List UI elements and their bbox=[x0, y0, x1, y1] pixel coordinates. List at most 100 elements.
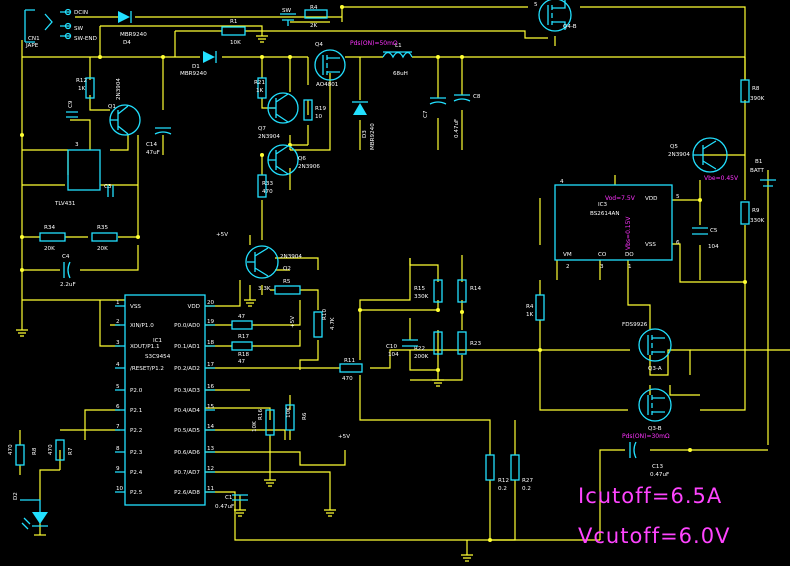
resistor-r23: R23 bbox=[457, 331, 481, 355]
resistor-r17: 47 R17 bbox=[231, 314, 253, 340]
ic1-right-num-5: 16 bbox=[207, 384, 215, 390]
diode-d4: MBR9240 D4 bbox=[118, 11, 147, 46]
ic3-num-3: 3 bbox=[600, 264, 604, 270]
q4b-ref: Q4-B bbox=[563, 24, 577, 30]
ic2-tlv431: 3 TLV431 bbox=[54, 142, 101, 207]
q1-ref: Q1 bbox=[108, 104, 116, 110]
ic3-pin-do: DO bbox=[625, 252, 634, 258]
junction-dots bbox=[20, 5, 747, 542]
sw-label: SW bbox=[282, 8, 292, 14]
ic1-left-num-8: 8 bbox=[116, 446, 120, 452]
resistor-r12-shunt: R12 0.2 bbox=[485, 454, 509, 492]
connector-cn1: DCIN SW SW-END CN1 JAPE bbox=[24, 8, 97, 49]
ic3-vbs-note: Vbs=0.15V bbox=[625, 216, 632, 250]
ic1-right-pins: VDD20P0.0/AD019P0.1/AD118P0.2/AD217P0.3/… bbox=[174, 300, 214, 496]
ic1-right-num-1: 20 bbox=[207, 300, 215, 306]
r12-ref: R12 bbox=[76, 78, 87, 84]
c4-ref: C4 bbox=[62, 254, 70, 260]
r17-value: 47 bbox=[238, 314, 246, 320]
vcutoff-label: Vcutoff=6.0V bbox=[578, 524, 730, 548]
r35-value: 20K bbox=[97, 246, 108, 252]
resistor-r14: R14 bbox=[457, 279, 481, 303]
capacitor-c1: C1 0.47uF bbox=[215, 494, 248, 510]
ic1-right-pin-5: P0.3/AD3 bbox=[174, 388, 200, 394]
r4b-value: 1K bbox=[526, 312, 534, 318]
r8b-value: 470 bbox=[8, 444, 14, 455]
resistor-r5: R5 3.3K bbox=[258, 279, 301, 295]
r1-ref: R1 bbox=[230, 19, 238, 25]
resistor-r34: R34 20K bbox=[39, 225, 66, 252]
q7-ref: Q7 bbox=[258, 126, 266, 132]
ic3-num-5: 5 bbox=[676, 194, 680, 200]
capacitor-c3: C3 bbox=[104, 184, 114, 197]
led-d2: D2 bbox=[13, 492, 48, 530]
d2-ref: D2 bbox=[13, 492, 19, 500]
ic1-right-num-2: 19 bbox=[207, 319, 215, 325]
q6-value: 2N3906 bbox=[298, 164, 320, 170]
resistor-r8-led: 470 R8 bbox=[8, 444, 38, 466]
ic1-right-pin-8: P0.6/AD6 bbox=[174, 450, 200, 456]
capacitor-c7: C7 bbox=[423, 97, 447, 118]
r9-value: 330K bbox=[750, 218, 765, 224]
q7-value: 2N3904 bbox=[258, 134, 280, 140]
q6-ref: Q6 bbox=[298, 156, 306, 162]
q2-value: 2N3904 bbox=[280, 254, 302, 260]
r33-value: 470 bbox=[262, 189, 273, 195]
ic3-num-2: 2 bbox=[566, 264, 570, 270]
resistor-r18: R18 47 bbox=[231, 341, 253, 365]
r4-ref: R4 bbox=[310, 5, 318, 11]
c8-value: 0.47uF bbox=[454, 119, 460, 138]
r22-ref: R22 bbox=[414, 346, 425, 352]
ic1-right-pin-10: P2.6/AD8 bbox=[174, 490, 200, 496]
ic1-left-num-7: 7 bbox=[116, 424, 120, 430]
r27-value: 0.2 bbox=[522, 486, 531, 492]
r12b-ref: R12 bbox=[498, 478, 509, 484]
q5-value: 2N3904 bbox=[668, 152, 690, 158]
r5-value: 3.3K bbox=[258, 286, 271, 292]
r19-value: 10 bbox=[315, 114, 323, 120]
ic3-top-pin: 4 bbox=[560, 179, 564, 185]
ic1-right-num-10: 11 bbox=[207, 486, 215, 492]
ic1-right-num-4: 17 bbox=[207, 362, 215, 368]
q4-value: AO4801 bbox=[316, 82, 339, 88]
ic1-right-pin-6: P0.4/AD4 bbox=[174, 408, 200, 414]
r11-ref: R11 bbox=[344, 358, 355, 364]
transistor-q6: Q6 2N3906 bbox=[267, 144, 320, 176]
battery-b1: B1 BATT bbox=[750, 159, 776, 187]
resistor-r22: R22 200K bbox=[414, 331, 443, 360]
ic1-part: S3C9454 bbox=[145, 354, 171, 360]
resistor-r1: R1 10K bbox=[221, 19, 246, 46]
resistor-r19: R19 10 bbox=[303, 99, 326, 121]
c5-value: 104 bbox=[708, 244, 719, 250]
diode-d1: D1 MBR9240 bbox=[180, 51, 217, 77]
ic1-right-pin-9: P0.7/AD7 bbox=[174, 470, 200, 476]
cn1-label: CN1 bbox=[28, 36, 40, 42]
ic3-pin-vdd: VDD bbox=[645, 196, 657, 202]
transistor-q1: Q1 2N3904 bbox=[108, 78, 141, 136]
l1-ref: L1 bbox=[395, 43, 402, 49]
r34-value: 20K bbox=[44, 246, 55, 252]
resistor-r33: R33 470 bbox=[257, 174, 273, 198]
r14-ref: R14 bbox=[470, 286, 481, 292]
resistor-r12: R12 1K bbox=[76, 77, 95, 99]
r21-ref: R21 bbox=[254, 80, 265, 86]
resistor-r15: R15 330K bbox=[414, 279, 443, 303]
ic1-right-num-6: 15 bbox=[207, 404, 215, 410]
ground-symbols bbox=[16, 35, 473, 562]
b1-value: BATT bbox=[750, 168, 765, 174]
ic1-left-pin-6: P2.1 bbox=[130, 408, 143, 414]
r11-value: 470 bbox=[342, 376, 353, 382]
c14-value: 47uF bbox=[146, 150, 160, 156]
cn1-sub: JAPE bbox=[25, 43, 39, 49]
c9-ref: C9 bbox=[68, 100, 74, 108]
ic1-right-pin-7: P0.5/AD5 bbox=[174, 428, 200, 434]
r6-ref: R6 bbox=[302, 412, 308, 420]
r21-value: 1K bbox=[256, 88, 264, 94]
ic1-s3c9454: IC1 S3C9454 VSS1XIN/P1.02XOUT/P1.13/RESE… bbox=[115, 294, 215, 506]
resistor-r11: R11 470 bbox=[339, 358, 363, 382]
r7-value: 470 bbox=[48, 444, 54, 455]
c7-ref: C7 bbox=[423, 110, 429, 118]
resistor-r10: R10 4.7K bbox=[313, 309, 336, 338]
icutoff-label: Icutoff=6.5A bbox=[578, 484, 722, 508]
